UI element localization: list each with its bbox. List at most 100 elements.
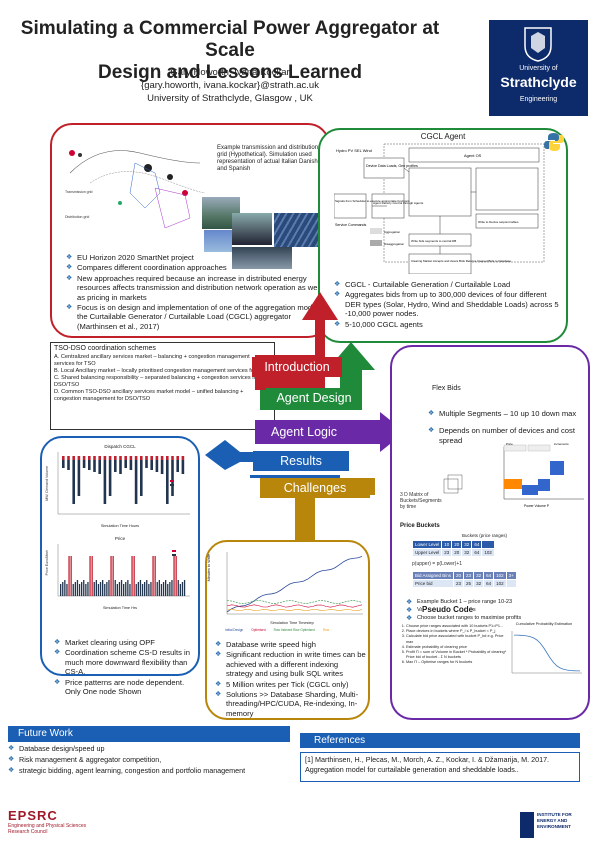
- price-bar: [167, 584, 169, 596]
- price-bar: [116, 584, 118, 596]
- chal-bullet: 5 Million writes per Tick (CGCL only): [215, 680, 367, 690]
- price-bar: [81, 582, 83, 596]
- price-bar: [64, 580, 66, 596]
- agent-bullet: Aggregates bids from up to 300,000 devic…: [334, 290, 560, 318]
- bucket-diagram: Price increments Power Volume P: [404, 441, 586, 511]
- example-bullet: Example Bucket 1 – price range 10-23: [406, 599, 586, 606]
- dispatch-bar: [114, 460, 117, 472]
- example-bullet: Choose bucket ranges to maximise profits: [406, 615, 586, 622]
- chal-legend: Initial Design Optimised Row Indexed Row…: [225, 628, 330, 632]
- authors: Gary Howorth, Ivana Kockar: [170, 67, 290, 78]
- agent-design-panel: CGCL Agent Hydro PV SEL Wind Device Data…: [318, 128, 568, 343]
- agent-bullet: 5-10,000 CGCL agents: [334, 320, 560, 330]
- price-bar: [99, 582, 102, 596]
- prob-chart: [511, 631, 582, 674]
- price-bar: [162, 582, 165, 596]
- price-bar: [173, 556, 175, 596]
- bids-title: Flex Bids: [432, 385, 461, 392]
- bucket-top-label: Price: [506, 442, 513, 446]
- tso-item: C. Shared balancing responsibility – sep…: [54, 375, 259, 388]
- price-bar: [146, 580, 148, 596]
- dispatch-bar: [134, 460, 138, 504]
- price-bar: [93, 582, 95, 596]
- price-bar: [165, 580, 167, 596]
- price-bar: [108, 580, 110, 596]
- bids-bullets: Multiple Segments – 10 up 10 down max De…: [428, 409, 588, 446]
- chal-xlabel: Simulation Time Timestep: [270, 621, 314, 625]
- diagram-disaggregation: Disaggregation: [384, 242, 405, 246]
- price-bar: [177, 580, 179, 596]
- price-bar: [118, 582, 121, 596]
- dispatch-bar: [150, 460, 153, 470]
- strathclyde-logo: University of Strathclyde Engineering: [489, 20, 588, 116]
- iee-logo: INSTITUTE FOR ENERGY AND ENVIRONMENT: [520, 808, 596, 844]
- dispatch-cap: [67, 456, 70, 460]
- intro-caption: Example transmission and distribution gr…: [217, 145, 319, 172]
- price-bar: [106, 582, 108, 596]
- agent-architecture-diagram: Hydro PV SEL Wind Device Data Loads, Gen…: [334, 142, 554, 274]
- epsrc-logo: EPSRC Engineering and Physical Sciences …: [8, 808, 87, 835]
- tso-item: B. Local Ancillary market – locally prio…: [54, 368, 270, 374]
- price-bar: [133, 556, 135, 596]
- dispatch-bar: [88, 460, 91, 470]
- price-bar: [104, 584, 106, 596]
- price-bar: [78, 584, 81, 596]
- dispatch-cap: [155, 456, 159, 460]
- agent-bullets: CGCL - Curtailable Generation / Curtaila…: [334, 280, 560, 330]
- intro-bullet: New approaches required because an incre…: [66, 274, 324, 302]
- results-chart2-xlabel: Simulation Time Hrs: [103, 606, 137, 610]
- dispatch-bar: [181, 460, 185, 474]
- bucket-x-label: Power Volume P: [524, 504, 550, 508]
- chal-bullet: Significant reduction in write times can…: [215, 650, 367, 678]
- dispatch-bar: [77, 460, 81, 496]
- results-chart2-ylabel: Price Euro/Mwh: [45, 550, 49, 576]
- agent-logic-panel: Flex Bids Multiple Segments – 10 up 10 d…: [390, 345, 590, 655]
- intro-bullets: EU Horizon 2020 SmartNet project Compare…: [66, 253, 324, 332]
- dispatch-bar: [108, 460, 112, 496]
- dispatch-bar: [103, 460, 107, 504]
- diagram-inputs: Hydro PV SEL Wind: [336, 148, 372, 153]
- dispatch-bar: [82, 460, 86, 468]
- references-header: References: [300, 733, 580, 748]
- dispatch-bar: [145, 460, 148, 468]
- price-bar: [72, 584, 74, 596]
- dispatch-cap: [171, 456, 174, 460]
- dispatch-cap: [62, 456, 65, 460]
- price-bar: [110, 556, 112, 596]
- dispatch-chart: [57, 452, 190, 515]
- price-bar: [70, 556, 72, 596]
- price-bar: [102, 580, 104, 596]
- pseudo-title: Pseudo Code: [422, 605, 474, 614]
- results-chart2-title: Price: [114, 536, 126, 541]
- price-bar: [154, 556, 156, 596]
- dispatch-cap: [108, 456, 112, 460]
- diagram-write-device: Write to Device setpoint tables: [478, 220, 519, 224]
- iee-mark-icon: [520, 812, 534, 838]
- buckets-title: Price Buckets: [400, 523, 440, 529]
- diagram-service-cmds: Service Commands: [335, 223, 367, 227]
- tso-item: D. Common TSO-DSO ancillary services mar…: [54, 389, 244, 402]
- dispatch-cap: [181, 456, 185, 460]
- price-bar: [156, 582, 158, 596]
- diagram-signals: Signals from Scheduler to execute approp…: [335, 199, 410, 203]
- future-work-list: Database design/speed up Risk management…: [8, 744, 290, 777]
- price-bar: [158, 580, 160, 596]
- dispatch-bar: [98, 460, 101, 474]
- price-bar: [148, 584, 150, 596]
- dispatch-cap: [160, 456, 164, 460]
- price-bar: [112, 556, 114, 596]
- nuclear-image: [232, 213, 272, 245]
- agent-title: CGCL Agent: [420, 132, 466, 141]
- dispatch-bar: [119, 460, 122, 474]
- chal-bullet: Solutions >> Database Sharding, Multi-th…: [215, 690, 367, 718]
- price-bar: [97, 584, 100, 596]
- price-bar: [139, 580, 142, 596]
- price-bar: [87, 582, 89, 596]
- price-bar: [76, 580, 79, 596]
- dispatch-cap: [124, 456, 127, 460]
- dispatch-bar: [160, 460, 164, 474]
- diagram-agent-os: Agent OS: [464, 153, 482, 158]
